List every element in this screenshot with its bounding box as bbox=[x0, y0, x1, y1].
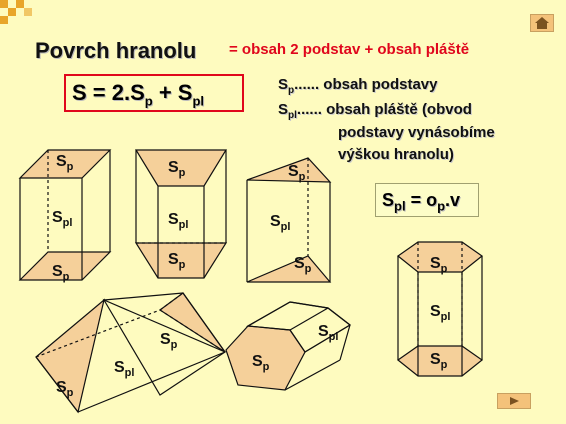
corner-decoration bbox=[8, 8, 16, 16]
lying-hexagonal-prism bbox=[225, 301, 352, 391]
label-base-5: Sp bbox=[252, 353, 270, 373]
label-lateral-1: Spl bbox=[52, 209, 72, 229]
label-base-bottom-6: Sp bbox=[430, 351, 448, 371]
corner-decoration bbox=[16, 0, 24, 8]
home-icon bbox=[535, 17, 549, 29]
home-button[interactable] bbox=[530, 14, 554, 32]
label-base-4b: Sp bbox=[56, 379, 74, 399]
surface-formula: S = 2.Sp + Spl bbox=[64, 74, 244, 112]
label-base-bottom-2: Sp bbox=[168, 251, 186, 271]
label-lateral-5: Spl bbox=[318, 323, 338, 343]
next-button[interactable] bbox=[497, 393, 531, 409]
trapezoid-prism bbox=[134, 149, 228, 279]
label-lateral-6: Spl bbox=[430, 303, 450, 323]
legend-line-base: Sp...... obsah podstavy bbox=[278, 76, 438, 96]
corner-decoration bbox=[24, 8, 32, 16]
legend-line-lateral: Spl...... obsah pláště (obvod bbox=[278, 101, 472, 121]
hexagonal-prism bbox=[396, 241, 484, 377]
lying-triangular-prism bbox=[35, 292, 227, 414]
legend-line-4: výškou hranolu) bbox=[338, 146, 454, 163]
label-lateral-4: Spl bbox=[114, 359, 134, 379]
label-base-top-3: Sp bbox=[288, 163, 306, 183]
label-base-bottom-1: Sp bbox=[52, 263, 70, 283]
label-base-bottom-3: Sp bbox=[294, 255, 312, 275]
label-lateral-3: Spl bbox=[270, 213, 290, 233]
corner-decoration bbox=[0, 16, 8, 24]
page-subtitle: = obsah 2 podstav + obsah pláště bbox=[229, 41, 470, 58]
corner-decoration bbox=[0, 0, 8, 8]
label-base-4a: Sp bbox=[160, 331, 178, 351]
page-title: Povrch hranolu bbox=[35, 38, 197, 63]
next-arrow-icon bbox=[510, 397, 519, 405]
triangular-prism bbox=[246, 157, 332, 283]
lateral-surface-formula: Spl = op.v bbox=[375, 183, 479, 217]
label-base-top-2: Sp bbox=[168, 159, 186, 179]
label-base-top-6: Sp bbox=[430, 255, 448, 275]
label-base-top-1: Sp bbox=[56, 153, 74, 173]
legend-line-3: podstavy vynásobíme bbox=[338, 124, 495, 141]
label-lateral-2: Spl bbox=[168, 211, 188, 231]
rectangular-prism bbox=[18, 149, 112, 281]
